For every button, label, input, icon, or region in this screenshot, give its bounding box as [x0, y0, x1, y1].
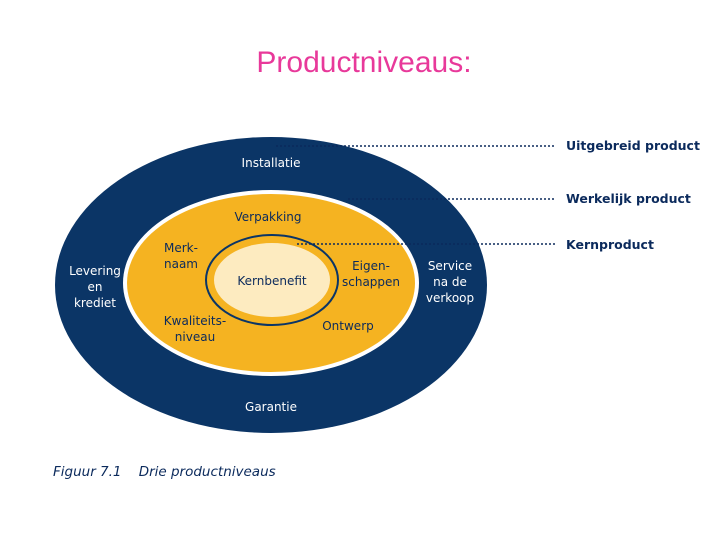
label-merknaam: Merk- naam	[163, 241, 198, 271]
figure-caption: Figuur 7.1 Drie productniveaus	[53, 464, 276, 480]
label-ontwerp: Ontwerp	[322, 319, 374, 333]
label-installatie: Installatie	[241, 156, 301, 170]
figure-number: Figuur 7.1	[53, 464, 122, 480]
core-circle	[214, 243, 330, 317]
page-title: Productniveaus:	[256, 46, 472, 79]
legend-uitgebreid-product: Uitgebreid product	[566, 138, 700, 153]
label-kwaliteitsniveau: Kwaliteits- niveau	[163, 314, 227, 344]
label-kernbenefit: Kernbenefit	[237, 274, 307, 288]
figure-text: Drie productniveaus	[138, 464, 276, 480]
label-service: Service na de verkoop	[425, 259, 475, 305]
label-garantie: Garantie	[245, 400, 297, 414]
label-levering: Levering en krediet	[69, 264, 121, 310]
legend-werkelijk-product: Werkelijk product	[566, 191, 691, 206]
label-eigenschappen: Eigen- schappen	[341, 259, 401, 289]
legend-kernproduct: Kernproduct	[566, 237, 654, 252]
label-verpakking: Verpakking	[234, 210, 302, 224]
core-ring-border	[205, 234, 339, 326]
